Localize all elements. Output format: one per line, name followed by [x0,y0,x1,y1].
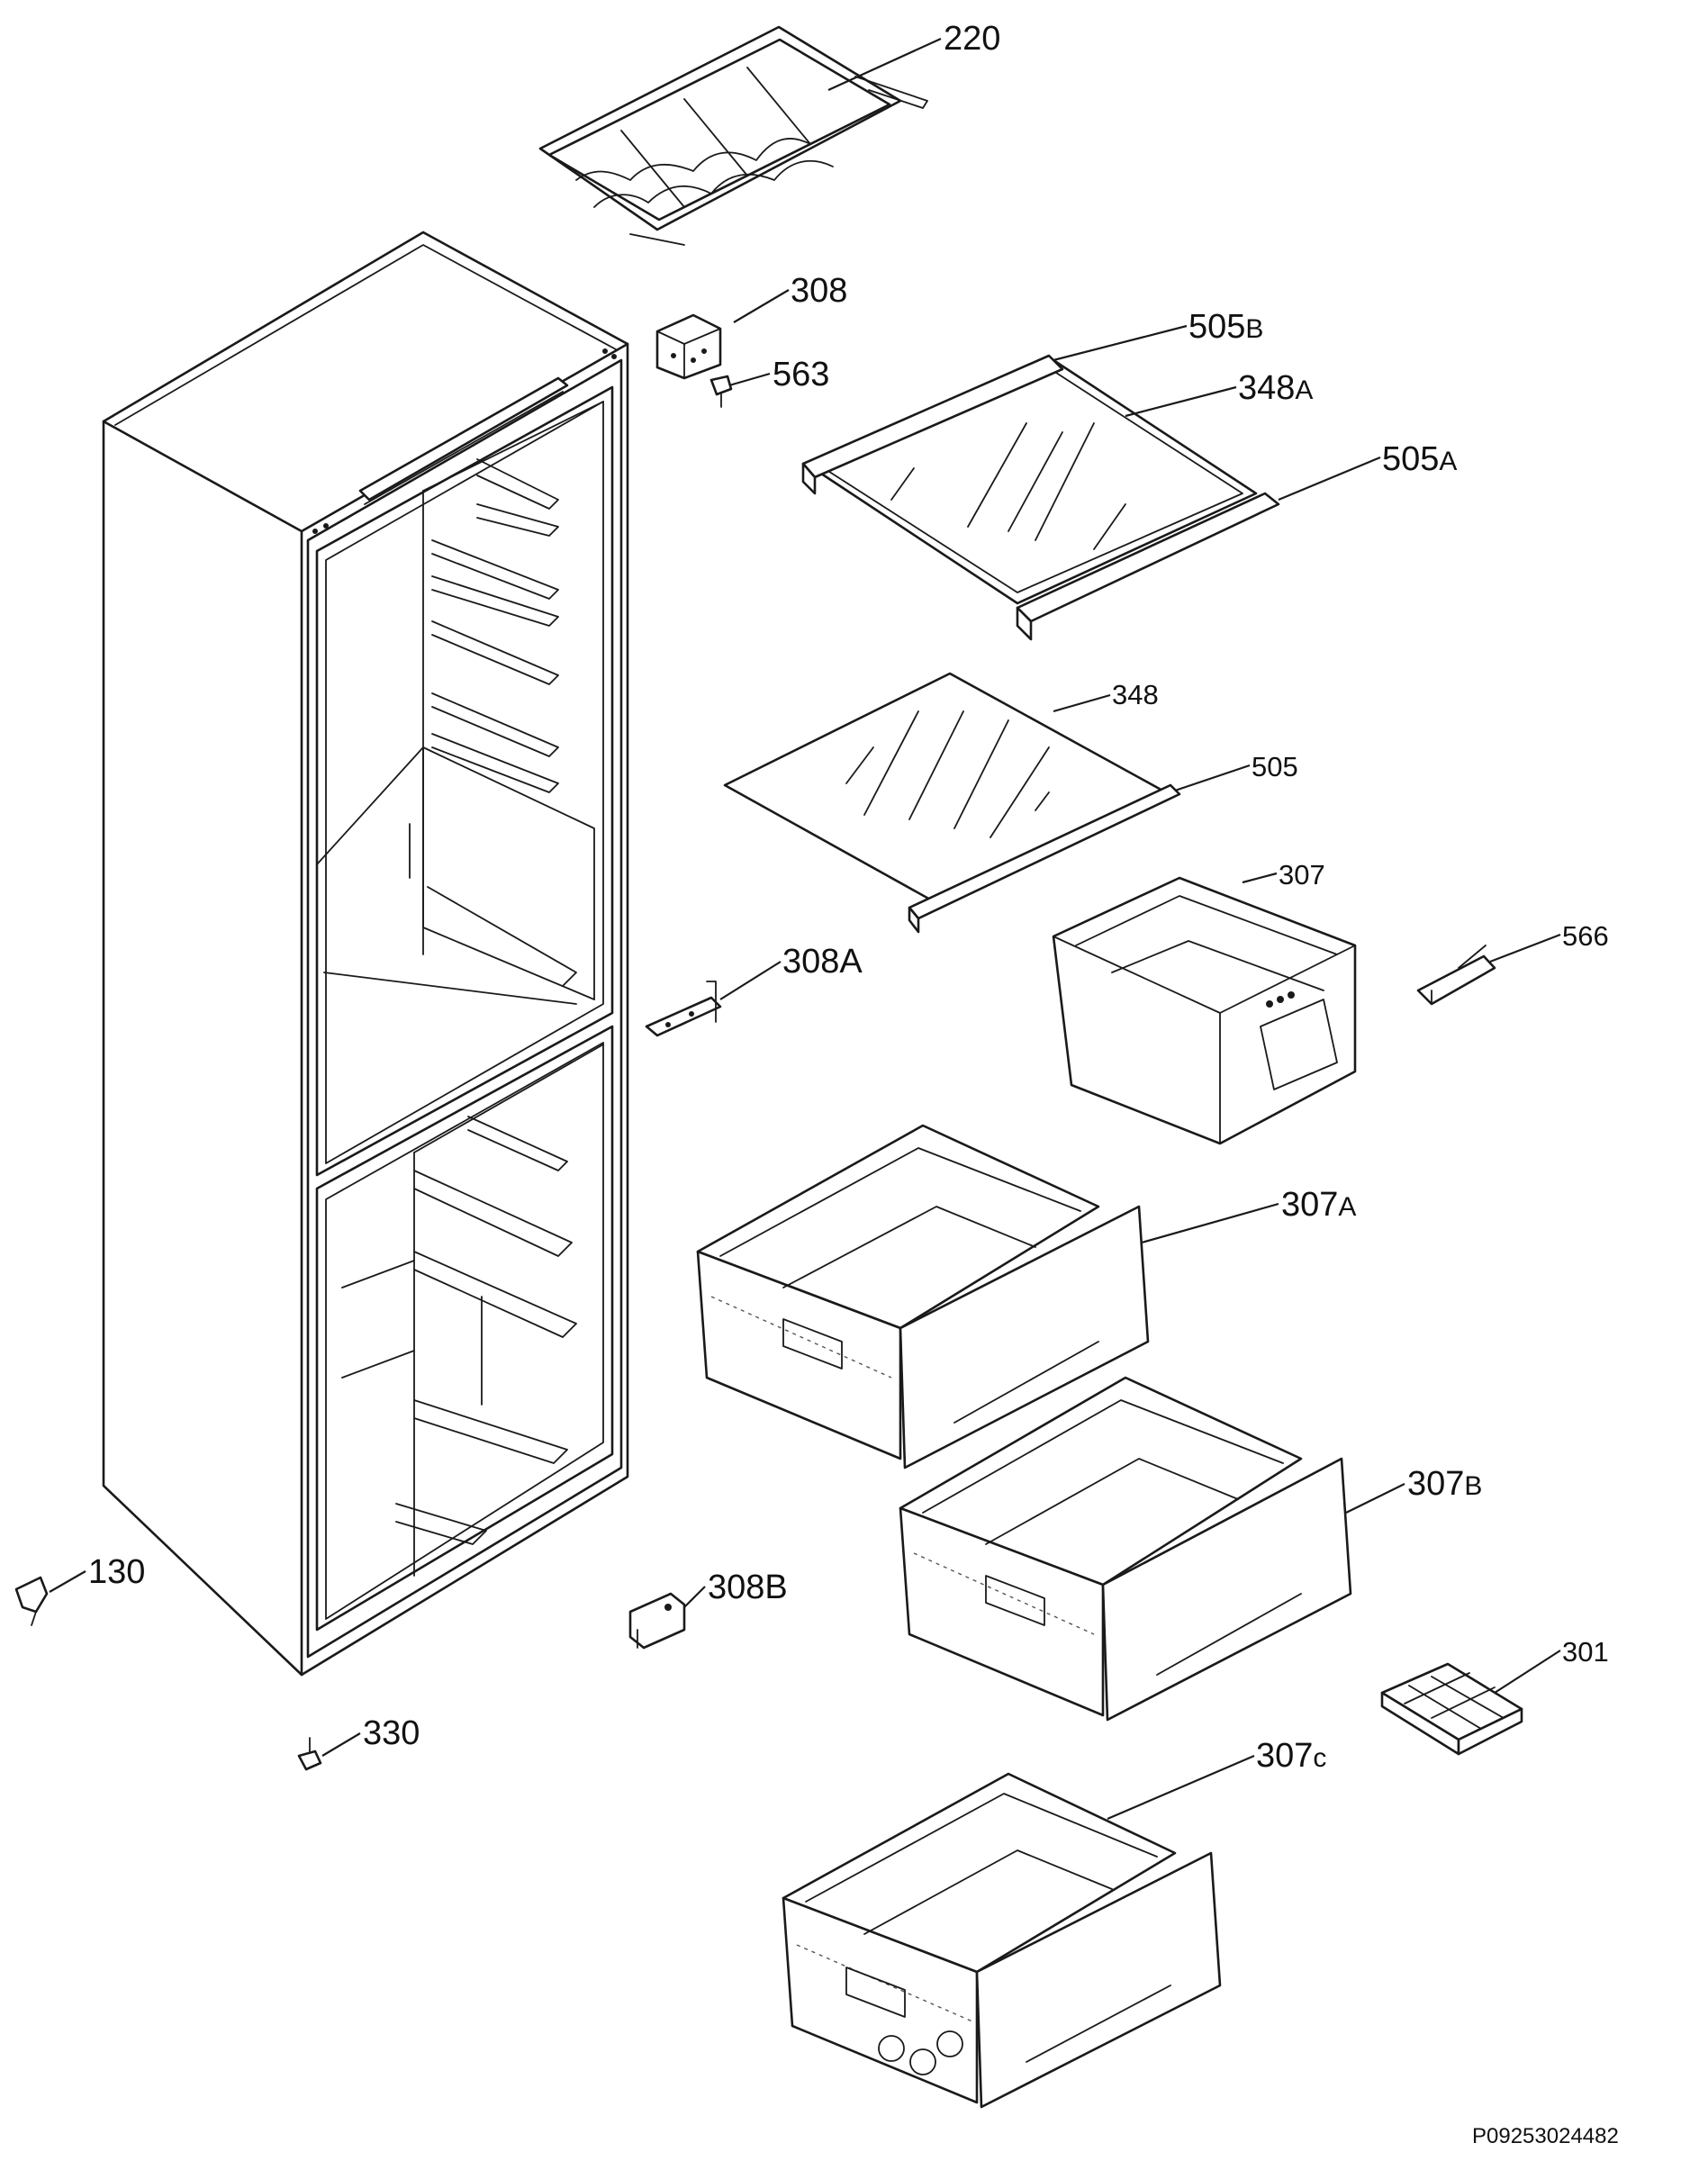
part-505-trim [908,783,1181,934]
label-308A: 308A [782,943,863,981]
label-308B: 308B [708,1569,788,1606]
part-505B-trim [801,354,1064,495]
label-566: 566 [1562,920,1609,952]
label-330: 330 [363,1714,420,1752]
label-308: 308 [791,272,847,310]
label-505A: 505A [1382,440,1457,478]
callout-labels: 220 308 563 505B 348A 505A 348 505 307 5… [88,20,1609,1775]
label-505B: 505B [1188,308,1263,346]
part-308A-hinge [645,981,722,1037]
label-307C: 307c [1256,1737,1326,1775]
label-307A: 307A [1281,1186,1356,1224]
drawing-code: P09253024482 [1472,2124,1619,2148]
label-301: 301 [1562,1636,1609,1668]
label-220: 220 [944,20,1000,58]
part-505A-trim [1016,492,1280,641]
part-307A-freezer-drawer [696,1124,1150,1469]
label-130: 130 [88,1553,145,1591]
part-563-screw [709,375,733,408]
leader-lines [49,37,1561,1821]
label-348A: 348A [1238,369,1313,407]
part-307C-freezer-drawer [782,1772,1222,2109]
part-566-bracket [1416,945,1496,1006]
label-307B: 307B [1407,1465,1482,1503]
part-308B-hinge [628,1592,686,1650]
label-348: 348 [1112,679,1159,710]
part-308-hinge-bracket [655,313,722,380]
part-220-wine-rack [538,25,928,246]
part-307B-freezer-drawer [899,1376,1352,1722]
label-307: 307 [1279,859,1325,891]
label-563: 563 [773,356,829,393]
part-330-foot-screw [297,1737,322,1771]
part-348-glass-shelf [723,672,1168,902]
label-505: 505 [1252,751,1298,782]
part-301-ice-cube-tray [1380,1662,1523,1756]
part-307-drawer-box [1052,876,1357,1145]
part-130-foot [14,1576,49,1626]
part-348A-glass-shelf [809,358,1258,605]
fridge-cabinet [102,231,629,1677]
